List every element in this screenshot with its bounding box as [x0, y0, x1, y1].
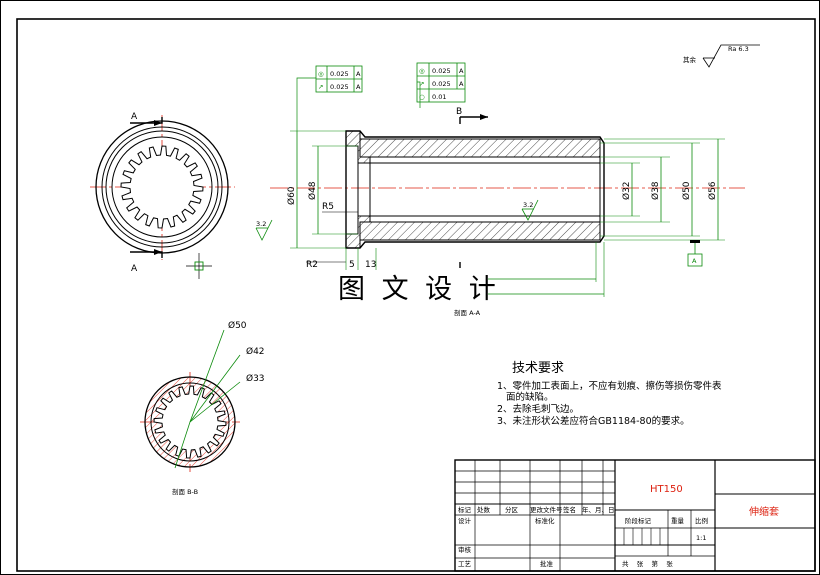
dim-13: 13 — [365, 260, 376, 270]
dim-d32: Ø32 — [621, 181, 632, 200]
tol-right-0-datum: A — [459, 67, 464, 75]
material-value: HT150 — [650, 484, 683, 495]
cut-label-bottom: A — [131, 264, 138, 274]
col-signature: 签名 — [563, 505, 576, 514]
dim-r5: R5 — [322, 202, 334, 212]
col-date: 年、月、日 — [582, 505, 615, 514]
roughness-value: Ra 6.3 — [728, 45, 749, 53]
roughness-mark-left-icon — [255, 219, 273, 241]
tol-right-2-value: 0.01 — [432, 93, 446, 101]
tech-req-title: 技术要求 — [512, 361, 564, 376]
general-roughness-note: 其余 Ra 6.3 — [683, 44, 760, 68]
scale-label: 比例 — [695, 516, 708, 525]
tol-left-0-value: 0.025 — [330, 70, 349, 78]
weight-label: 重量 — [671, 517, 685, 525]
tech-requirements: 技术要求 1、零件加工表面上，不应有划痕、擦伤等损伤零件表 面的缺陷。 2、去除… — [497, 361, 722, 427]
stage-mark-label: 阶段标记 — [625, 516, 652, 525]
tol-right-1-symbol: ↗ — [419, 80, 424, 88]
tech-req-line-1: 1、零件加工表面上，不应有划痕、擦伤等损伤零件表 — [497, 380, 722, 392]
designer-label: 设计 — [458, 516, 472, 525]
roughness-mark-center-icon — [521, 199, 539, 221]
tol-left-1-datum: A — [356, 83, 361, 91]
col-change-doc: 更改文件号 — [530, 505, 563, 514]
tech-req-line-4: 3、未注形状公差应符合GB1184-80的要求。 — [497, 415, 690, 427]
tech-req-line-3: 2、去除毛刺飞边。 — [497, 403, 579, 415]
dim-5: 5 — [349, 260, 355, 270]
review-label: 审核 — [458, 545, 472, 554]
col-count: 处数 — [477, 505, 491, 514]
tol-right-1-datum: A — [459, 80, 464, 88]
roughness-center: 3.2 — [523, 201, 533, 209]
approve-label: 批准 — [540, 559, 554, 568]
section-b-title: 剖面 B-B — [172, 487, 198, 496]
dim-d50: Ø50 — [681, 181, 692, 200]
roughness-prefix: 其余 — [683, 55, 697, 64]
tol-left-1-value: 0.025 — [330, 83, 349, 91]
watermark-backdrop — [336, 272, 488, 302]
col-mark: 标记 — [458, 505, 472, 514]
end-view: A A — [90, 112, 235, 279]
inner-frame — [16, 18, 816, 572]
tech-req-line-2: 面的缺陷。 — [497, 391, 554, 403]
cut-label-top: A — [131, 112, 138, 122]
roughness-left: 3.2 — [256, 220, 266, 228]
process-label: 工艺 — [458, 560, 472, 568]
spline-teeth — [120, 145, 204, 229]
standardize-label: 标准化 — [535, 516, 555, 525]
datum-a-label: A — [692, 257, 697, 265]
section-b-b: Ø50 Ø42 Ø33 剖面 B-B — [140, 320, 265, 496]
internal-spline — [120, 145, 204, 229]
col-zone: 分区 — [505, 505, 519, 514]
dim-d60: Ø60 — [286, 186, 297, 205]
title-block — [454, 459, 816, 572]
dim-r2: R2 — [306, 260, 318, 270]
tol-left-0-datum: A — [356, 70, 361, 78]
title-block-text: HT150 伸缩套 标记 处数 分区 更改文件号 签名 年、月、日 设计 标准化… — [458, 484, 779, 568]
dim-d56: Ø56 — [707, 181, 718, 200]
tol-right-1-value: 0.025 — [432, 80, 451, 88]
tol-left-0-symbol: ◎ — [318, 70, 324, 78]
dim-b-d42: Ø42 — [246, 346, 265, 357]
tol-left-1-symbol: ↗ — [318, 83, 323, 91]
roughness-symbol-icon — [702, 44, 760, 68]
tolerance-frame-right: ◎ 0.025 A ↗ 0.025 A ○ 0.01 — [416, 62, 466, 103]
cut-label-b: B — [456, 107, 462, 117]
tol-right-0-value: 0.025 — [432, 67, 451, 75]
datum-marker — [194, 261, 204, 271]
tol-right-2-symbol: ○ — [419, 93, 425, 101]
section-a-title: 剖面 A-A — [454, 308, 481, 317]
dim-d48: Ø48 — [307, 181, 318, 200]
tol-right-0-symbol: ◎ — [419, 67, 425, 75]
sheet-count: 共 张 第 张 — [622, 559, 673, 568]
dim-b-d33: Ø33 — [246, 373, 265, 384]
watermark-text: 图 文 设 计 — [338, 274, 500, 305]
part-name: 伸缩套 — [749, 505, 779, 518]
dim-d38: Ø38 — [650, 181, 661, 200]
scale-value: 1:1 — [696, 534, 706, 542]
tolerance-frame-left: ◎ 0.025 A ↗ 0.025 A — [315, 65, 363, 93]
section-a-a: Ø32 Ø38 Ø50 Ø56 Ø60 Ø48 R5 R2 5 13 3.2 3… — [255, 77, 745, 297]
dim-b-d50: Ø50 — [228, 320, 247, 331]
